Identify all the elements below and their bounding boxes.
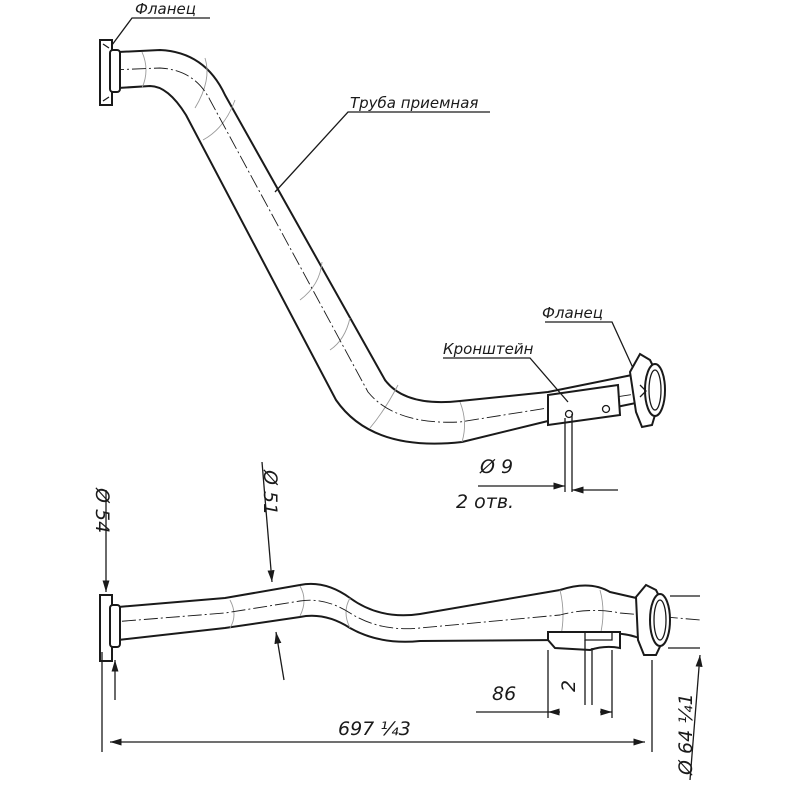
- label-pipe: Труба приемная: [350, 94, 478, 112]
- label-flange-right: Фланец: [542, 304, 603, 322]
- label-holes-count: 2 отв.: [456, 491, 514, 513]
- dim-bracket-gap: 2: [558, 680, 580, 692]
- bracket-hole: [601, 404, 611, 414]
- pipe-centerline-side: [99, 599, 701, 630]
- label-bracket: Кронштейн: [443, 340, 534, 358]
- bracket-side: [547, 631, 621, 652]
- label-flange-top: Фланец: [135, 0, 196, 18]
- outlet-flange-side: [634, 583, 671, 656]
- dim-bracket-offset: 86: [492, 683, 516, 705]
- inlet-flange-side: [99, 594, 121, 662]
- dim-dia-inlet: Ø 54: [91, 487, 113, 533]
- label-holes-dia: Ø 9: [479, 456, 513, 478]
- dim-overall-length: 697 ¼3: [338, 718, 411, 740]
- bracket-top: [547, 383, 622, 427]
- top-view: Фланец Труба приемная Фланец Кронштейн Ø…: [99, 0, 666, 513]
- side-view: 697 ¼3 86 2 Ø 54 Ø 51 Ø 64 ¼1: [91, 461, 703, 781]
- dim-dia-pipe: Ø 51: [259, 469, 281, 515]
- inlet-flange-top: [99, 39, 121, 106]
- outlet-flange-top: [628, 352, 666, 429]
- pipe-centerline: [109, 67, 661, 423]
- dim-dia-outlet: Ø 64 ¼1: [675, 693, 697, 776]
